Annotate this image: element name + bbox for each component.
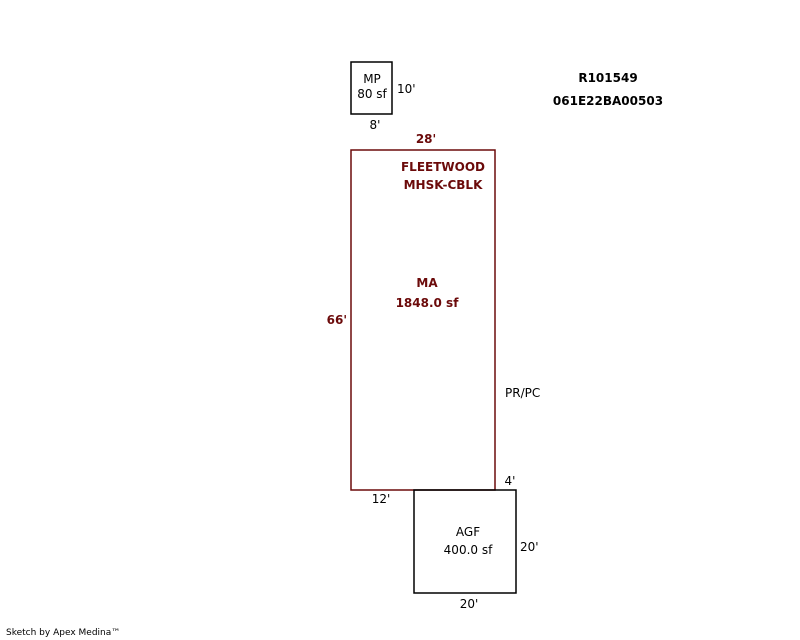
mp-area: 80 sf <box>357 87 387 101</box>
ma-outline <box>350 149 496 491</box>
ma-construction: MHSK-CBLK <box>404 178 483 192</box>
sketch-credit: Sketch by Apex Medina™ <box>6 628 121 638</box>
mp-depth-label: 10' <box>397 82 416 96</box>
mp-width-label: 8' <box>370 118 381 132</box>
agf-area: 400.0 sf <box>444 543 493 557</box>
right-run-label: 4' <box>505 474 516 488</box>
agf-code: AGF <box>456 525 480 539</box>
left-run-label: 12' <box>372 492 391 506</box>
agf-depth-label: 20' <box>520 540 539 554</box>
side-label: PR/PC <box>505 386 540 400</box>
ma-code: MA <box>416 276 438 290</box>
account-number: R101549 <box>578 71 637 85</box>
ma-depth-label: 66' <box>327 313 347 327</box>
ma-area: 1848.0 sf <box>396 296 460 310</box>
ma-make: FLEETWOOD <box>401 160 485 174</box>
agf-outline <box>413 489 517 594</box>
map-number: 061E22BA00503 <box>553 94 663 108</box>
agf-width-label: 20' <box>460 597 479 611</box>
ma-width-label: 28' <box>416 132 436 146</box>
mp-outline <box>350 61 393 115</box>
mp-code: MP <box>363 72 381 86</box>
